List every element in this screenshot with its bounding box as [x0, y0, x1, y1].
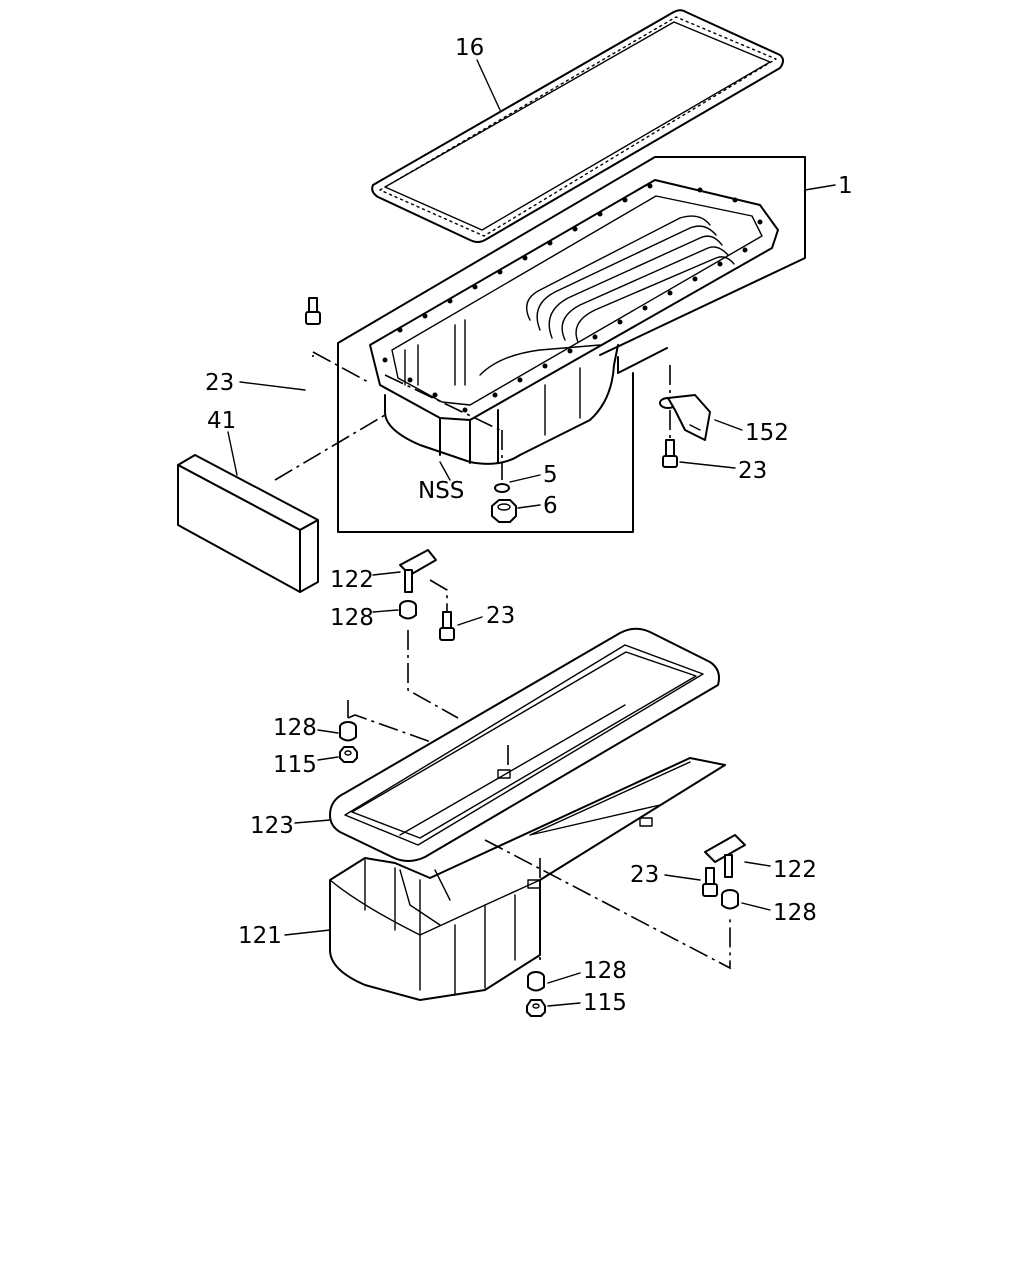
label-115-side: 115: [273, 752, 317, 778]
leader-115-side: [317, 756, 339, 761]
label-16: 16: [455, 35, 484, 61]
bracket-152[interactable]: [659, 394, 711, 441]
bolt-right[interactable]: [702, 867, 718, 897]
upper-oil-pan[interactable]: [369, 179, 779, 465]
label-152: 152: [745, 420, 789, 446]
grommet-bottom-128[interactable]: [527, 971, 545, 992]
centerline-lower: [507, 745, 541, 960]
label-23-152: 23: [738, 458, 767, 484]
centerline-grommet-left: [407, 630, 459, 719]
label-23-mid: 23: [486, 603, 515, 629]
label-1: 1: [838, 173, 853, 199]
label-23-right: 23: [630, 862, 659, 888]
leader-6: [517, 504, 541, 509]
centerline-cover: [274, 414, 386, 481]
leader-23-mid: [457, 616, 483, 626]
lower-oil-pan-121[interactable]: [329, 757, 726, 1001]
nut-side-115[interactable]: [339, 746, 358, 763]
leader-128-left: [372, 609, 399, 613]
label-5: 5: [543, 462, 558, 488]
leader-5: [509, 474, 541, 483]
clip-left-122[interactable]: [399, 549, 437, 593]
label-123: 123: [250, 813, 294, 839]
label-128-bottom: 128: [583, 958, 627, 984]
label-nss: NSS: [418, 478, 464, 504]
leader-23-right: [664, 874, 701, 881]
centerline-upper: [384, 374, 501, 431]
leader-23-152: [679, 461, 736, 469]
grommet-left-128[interactable]: [399, 600, 417, 620]
centerline-bolt-left: [312, 351, 371, 384]
label-128-left: 128: [330, 605, 374, 631]
leader-152: [714, 419, 743, 431]
centerline-bolt-mid: [429, 579, 448, 612]
grommet-side-128[interactable]: [339, 721, 357, 742]
lower-gasket-123[interactable]: [329, 627, 720, 862]
upper-gasket[interactable]: [371, 9, 784, 243]
label-6: 6: [543, 493, 558, 519]
label-122-left: 122: [330, 567, 374, 593]
leader-122-left: [372, 571, 401, 576]
leader-128-side: [317, 729, 339, 734]
clip-right-122[interactable]: [704, 834, 746, 878]
drain-plug-6[interactable]: [491, 499, 517, 523]
grommet-right-128[interactable]: [721, 889, 739, 910]
leader-121: [284, 929, 331, 936]
leader-1: [804, 184, 836, 191]
label-115-bottom: 115: [583, 990, 627, 1016]
flange-bolt-holes: [382, 183, 763, 413]
label-41: 41: [207, 408, 236, 434]
leader-41: [227, 431, 238, 476]
leader-nss: [439, 461, 451, 481]
assembly-bracket-1: [337, 156, 806, 533]
leader-128-bottom: [547, 972, 581, 984]
label-128-side: 128: [273, 715, 317, 741]
leader-123: [294, 819, 331, 824]
leader-23-left: [239, 381, 306, 391]
leader-122-right: [744, 861, 771, 867]
label-23-left: 23: [205, 370, 234, 396]
leader-115-bottom: [547, 1002, 581, 1007]
nut-bottom-115[interactable]: [526, 999, 546, 1017]
label-121: 121: [238, 923, 282, 949]
cover-block[interactable]: [177, 454, 319, 593]
washer-5[interactable]: [494, 483, 510, 493]
label-128-right: 128: [773, 900, 817, 926]
centerline-right: [484, 839, 731, 970]
bolt-mid[interactable]: [439, 611, 455, 641]
leader-128-right: [741, 902, 771, 911]
bolt-152[interactable]: [662, 439, 678, 468]
leader-16: [476, 59, 501, 111]
label-122-right: 122: [773, 857, 817, 883]
bolt-left[interactable]: [305, 297, 321, 325]
